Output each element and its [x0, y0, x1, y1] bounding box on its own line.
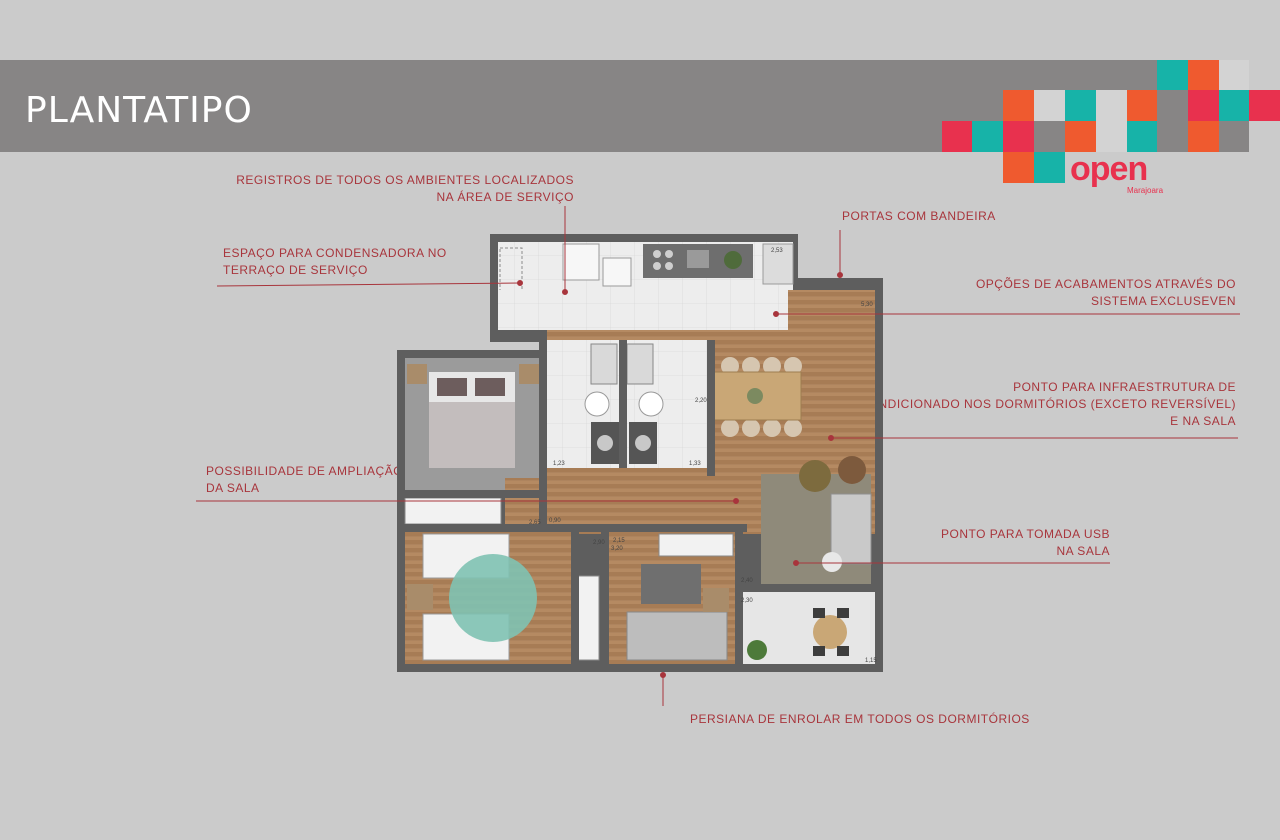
page-title: PLANTATIPO — [25, 90, 253, 131]
svg-text:2,30: 2,30 — [741, 598, 753, 604]
svg-text:5,30: 5,30 — [861, 302, 873, 308]
dining-table — [712, 357, 802, 437]
fridge — [762, 243, 794, 285]
svg-text:0,90: 0,90 — [549, 518, 561, 524]
svg-text:2,90: 2,90 — [593, 540, 605, 546]
callout-persiana: PERSIANA DE ENROLAR EM TODOS OS DORMITÓR… — [690, 712, 1030, 726]
brand-mosaic — [942, 60, 1280, 183]
brand-logo-sub: Marajoara — [1127, 186, 1164, 195]
floor-plan: 1,23 1,33 2,53 2,90 2,40 2,30 3,20 2,20 … — [397, 234, 883, 672]
callout-registros: REGISTROS DE TODOS OS AMBIENTES LOCALIZA… — [236, 173, 574, 204]
callout-portas: PORTAS COM BANDEIRA — [842, 209, 996, 223]
balcony-table — [813, 615, 847, 649]
service-floor-2 — [498, 290, 788, 330]
svg-text:2,65: 2,65 — [529, 520, 541, 526]
svg-text:1,15: 1,15 — [865, 658, 877, 664]
mosaic-tiles — [942, 60, 1280, 183]
sofa — [830, 493, 872, 565]
svg-text:3,20: 3,20 — [611, 546, 623, 552]
svg-text:2,53: 2,53 — [771, 248, 783, 254]
brand-logo-text: open — [1070, 150, 1148, 188]
svg-text:2,15: 2,15 — [613, 538, 625, 544]
svg-text:1,33: 1,33 — [689, 461, 701, 467]
washing-machine — [562, 243, 600, 281]
tank — [602, 257, 632, 287]
round-rug — [449, 554, 537, 642]
svg-text:2,40: 2,40 — [741, 578, 753, 584]
dimension-labels: 1,23 1,33 2,53 2,90 2,40 2,30 3,20 2,20 … — [529, 248, 877, 664]
svg-text:1,23: 1,23 — [553, 461, 565, 467]
inner-walls — [397, 340, 881, 672]
svg-text:2,20: 2,20 — [695, 398, 707, 404]
